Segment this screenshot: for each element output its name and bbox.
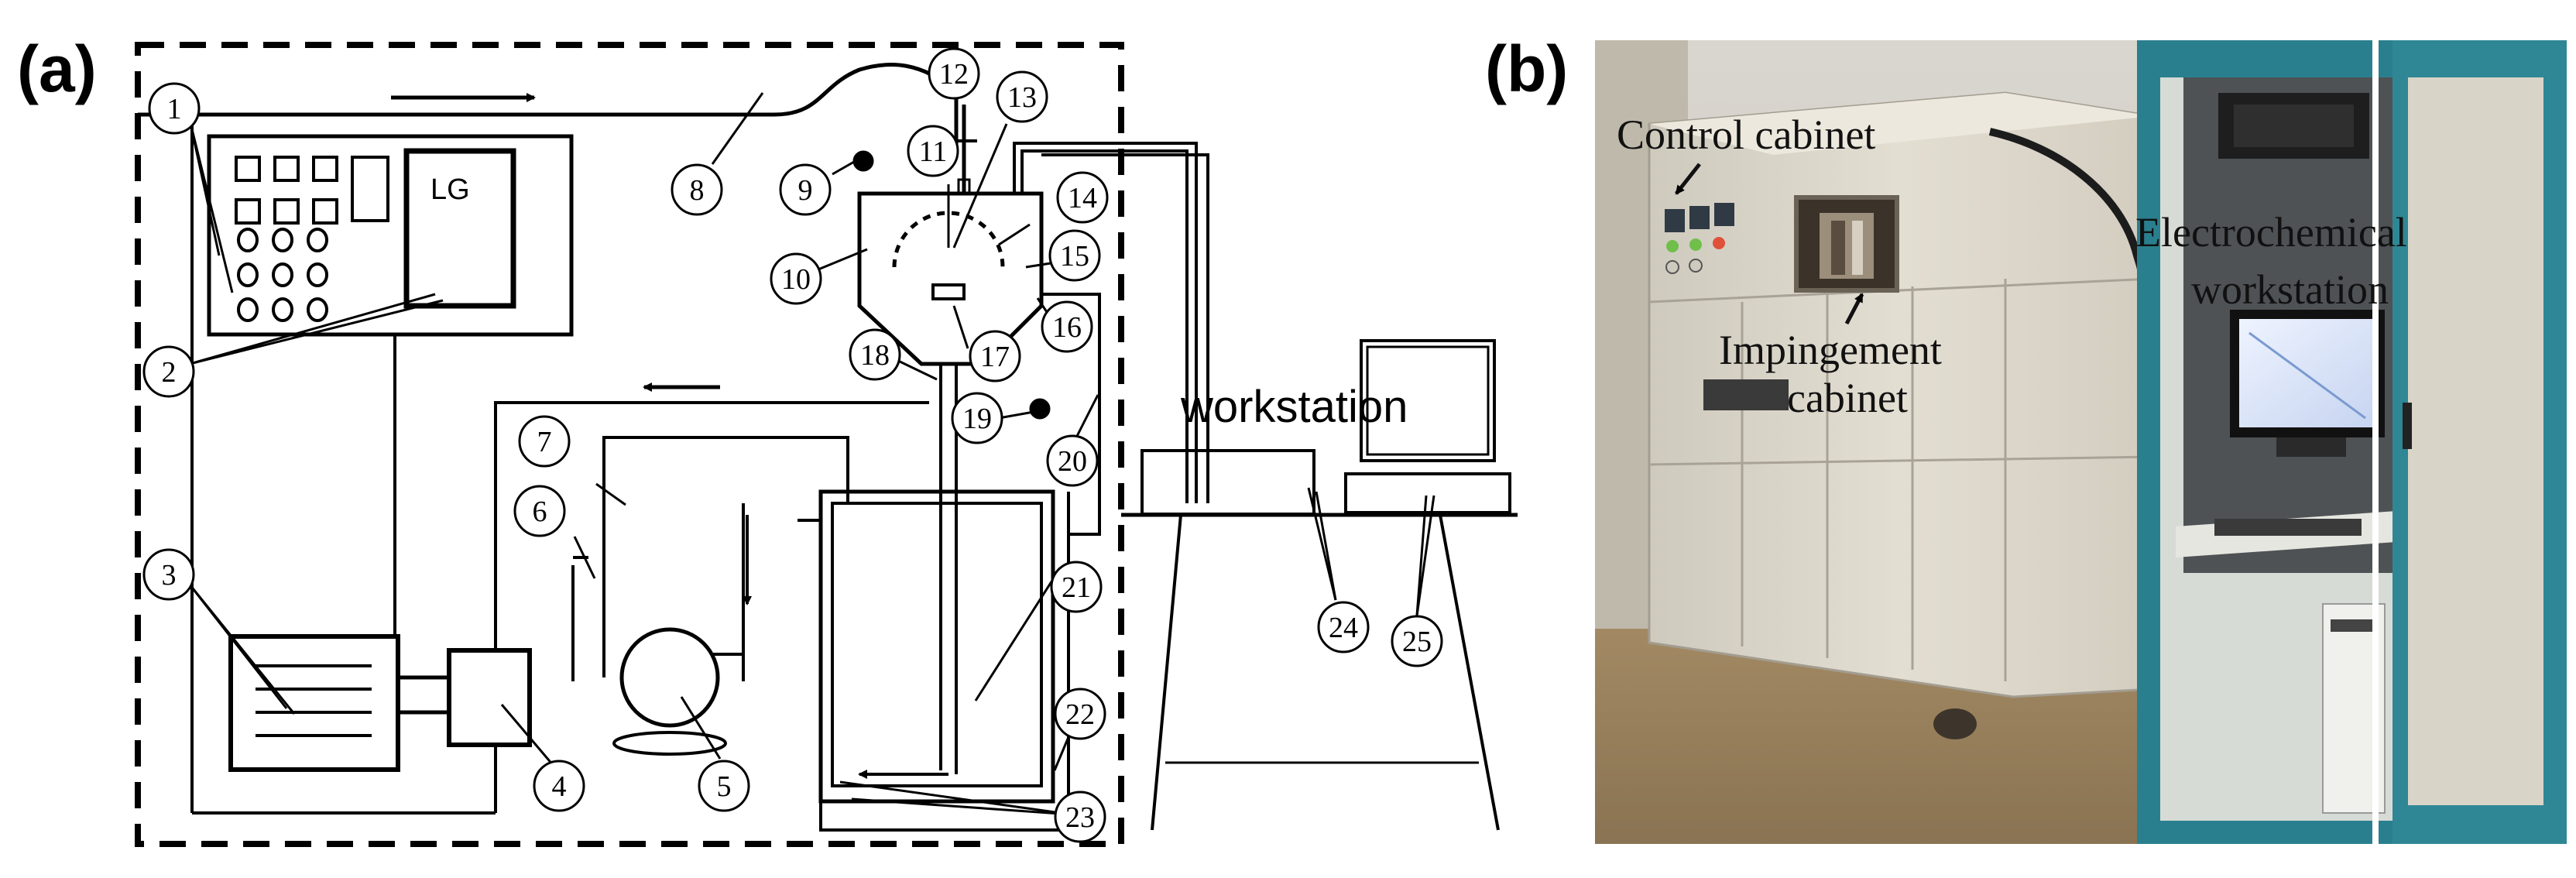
svg-text:3: 3 bbox=[162, 559, 177, 592]
svg-text:18: 18 bbox=[860, 339, 890, 372]
svg-text:25: 25 bbox=[1402, 626, 1432, 658]
callout-8: 8 bbox=[671, 163, 723, 216]
svg-text:2: 2 bbox=[162, 356, 177, 389]
callout-11: 11 bbox=[907, 125, 959, 177]
svg-text:21: 21 bbox=[1062, 571, 1091, 604]
impingement-label-2: cabinet bbox=[1787, 375, 1908, 421]
callout-9: 9 bbox=[779, 163, 832, 216]
svg-text:20: 20 bbox=[1058, 445, 1087, 478]
callout-13: 13 bbox=[996, 70, 1048, 123]
panel-a: (a) LG bbox=[17, 33, 1518, 847]
callout-16: 16 bbox=[1041, 300, 1093, 353]
monitor bbox=[1360, 339, 1496, 462]
callouts: 1 2 3 4 5 6 7 8 9 10 11 12 13 14 15 16 1… bbox=[142, 47, 1443, 843]
callout-5: 5 bbox=[698, 760, 750, 812]
lg-controller bbox=[403, 148, 516, 309]
svg-text:1: 1 bbox=[167, 93, 182, 125]
svg-text:23: 23 bbox=[1065, 801, 1095, 834]
callout-21: 21 bbox=[1050, 561, 1103, 613]
panel-b-label: (b) bbox=[1485, 33, 1568, 105]
callout-18: 18 bbox=[849, 328, 901, 381]
callout-22: 22 bbox=[1054, 688, 1106, 740]
svg-text:17: 17 bbox=[980, 341, 1010, 373]
gearbox bbox=[447, 648, 532, 747]
callout-4: 4 bbox=[533, 760, 585, 812]
svg-text:15: 15 bbox=[1060, 240, 1089, 273]
panel-buttons bbox=[235, 156, 389, 322]
control-indicators bbox=[1665, 203, 1734, 274]
callout-6: 6 bbox=[513, 485, 566, 537]
lg-label: LG bbox=[430, 173, 470, 206]
svg-text:8: 8 bbox=[690, 174, 705, 207]
svg-text:22: 22 bbox=[1065, 698, 1095, 731]
electrochemical-label-2: workstation bbox=[2191, 266, 2389, 313]
workstation-box bbox=[1141, 449, 1315, 516]
callout-15: 15 bbox=[1048, 229, 1101, 282]
motor bbox=[228, 634, 400, 772]
control-cabinet-label: Control cabinet bbox=[1617, 111, 1875, 158]
impingement-arrow bbox=[1844, 293, 1864, 325]
svg-text:19: 19 bbox=[962, 403, 992, 435]
panel-b-photo: Control cabinet Impingement cabinet Elec… bbox=[1595, 40, 2567, 844]
svg-text:9: 9 bbox=[798, 174, 813, 207]
callout-19: 19 bbox=[951, 392, 1003, 444]
svg-text:6: 6 bbox=[533, 496, 547, 528]
svg-text:12: 12 bbox=[939, 58, 969, 91]
panel-a-label: (a) bbox=[17, 33, 97, 105]
svg-text:14: 14 bbox=[1068, 182, 1097, 214]
callout-7: 7 bbox=[518, 415, 571, 468]
callout-3: 3 bbox=[142, 548, 195, 601]
workstation-label: workstation bbox=[1180, 382, 1408, 432]
svg-text:4: 4 bbox=[552, 770, 567, 803]
electrochemical-label-1: Electrochemical bbox=[2135, 209, 2407, 256]
svg-text:5: 5 bbox=[717, 770, 732, 803]
svg-text:16: 16 bbox=[1052, 311, 1082, 344]
impingement-label-1: Impingement bbox=[1719, 327, 1942, 373]
svg-text:10: 10 bbox=[781, 263, 811, 296]
pump bbox=[619, 627, 720, 728]
control-cabinet-arrow bbox=[1675, 163, 1701, 195]
svg-text:7: 7 bbox=[537, 426, 552, 458]
callout-1: 1 bbox=[148, 82, 201, 135]
control-panel bbox=[207, 134, 574, 337]
callout-14: 14 bbox=[1056, 171, 1109, 224]
water-tank bbox=[818, 489, 1055, 804]
dashed-boundary bbox=[135, 42, 1124, 847]
callout-25: 25 bbox=[1391, 615, 1443, 667]
callout-20: 20 bbox=[1046, 434, 1099, 487]
callout-2: 2 bbox=[142, 345, 195, 398]
callout-23: 23 bbox=[1054, 791, 1106, 843]
keyboard-box bbox=[1344, 472, 1511, 514]
callout-10: 10 bbox=[770, 252, 822, 305]
callout-24: 24 bbox=[1317, 601, 1370, 653]
svg-text:11: 11 bbox=[919, 135, 948, 168]
svg-text:13: 13 bbox=[1007, 81, 1037, 114]
callout-17: 17 bbox=[969, 330, 1021, 382]
svg-text:24: 24 bbox=[1329, 612, 1358, 644]
callout-12: 12 bbox=[928, 47, 980, 100]
